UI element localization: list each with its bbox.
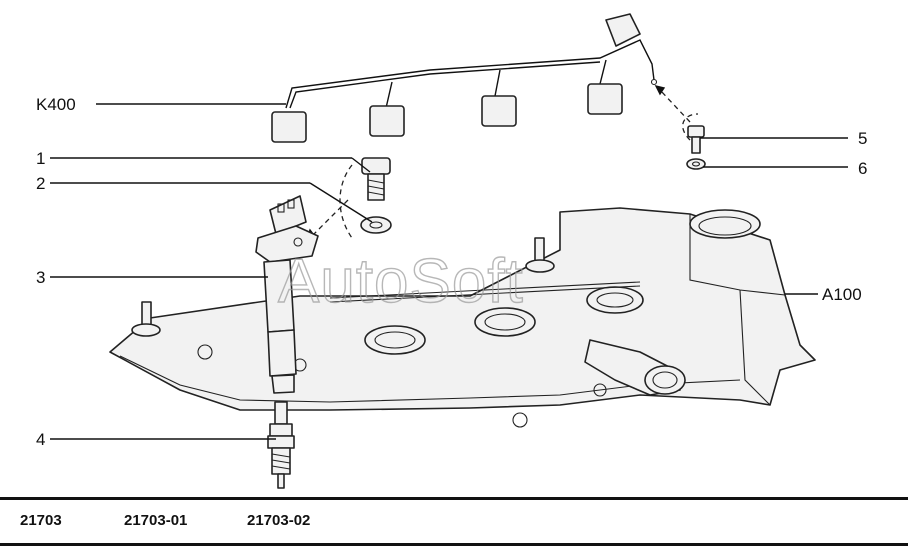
washer-small	[686, 158, 706, 170]
divider-bottom	[0, 543, 908, 546]
wiring-harness	[271, 13, 658, 143]
callout-5: 5	[858, 129, 867, 148]
install-arrow-coil	[339, 164, 353, 239]
valve-cover	[109, 207, 816, 428]
model-code-3: 21703-02	[247, 512, 311, 529]
ignition-coil	[255, 195, 319, 394]
callout-k400: K400	[36, 95, 76, 114]
spark-plug	[267, 401, 295, 489]
callout-4: 4	[36, 430, 45, 449]
install-arrow-harness	[659, 89, 691, 123]
callout-2: 2	[36, 174, 45, 193]
callout-6: 6	[858, 159, 867, 178]
washer	[360, 216, 392, 234]
install-arrow-bolt	[682, 113, 699, 141]
divider-top	[0, 497, 908, 500]
watermark: AutoSoft	[278, 247, 524, 316]
model-codes: 21703 21703-01 21703-02	[0, 508, 908, 538]
bolt	[361, 157, 391, 201]
model-code-2: 21703-01	[124, 512, 188, 529]
leader-lines	[50, 103, 848, 440]
model-code-1: 21703	[20, 512, 62, 529]
callout-a100: A100	[822, 285, 862, 304]
callout-3: 3	[36, 268, 45, 287]
callout-1: 1	[36, 149, 45, 168]
bolt-small	[687, 125, 705, 154]
